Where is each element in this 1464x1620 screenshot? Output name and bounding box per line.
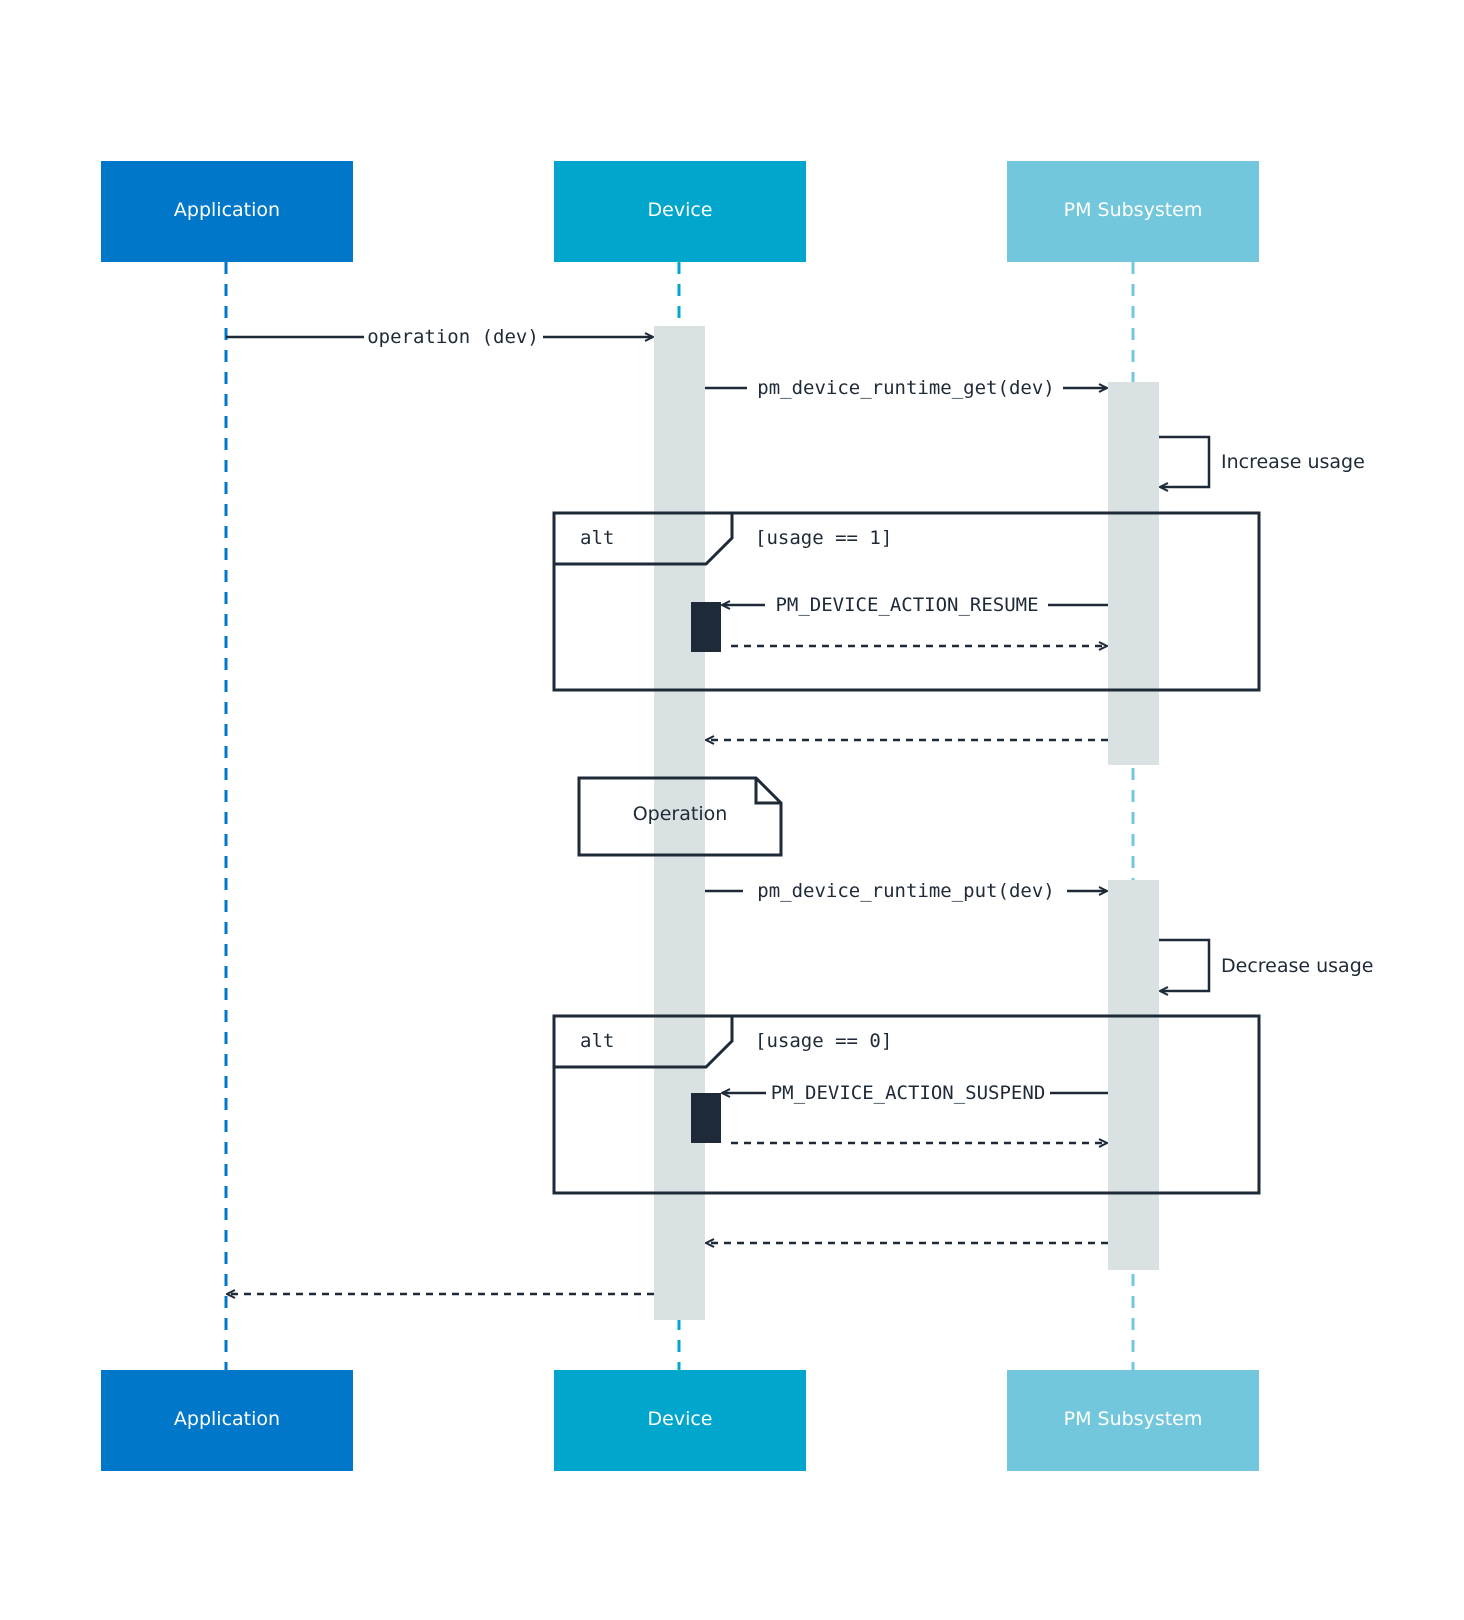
actor-pm-subsystem-bottom: PM Subsystem — [1007, 1370, 1259, 1471]
self-call-decrease-usage: Decrease usage — [1159, 938, 1373, 991]
message-label: pm_device_runtime_put(dev) — [757, 880, 1054, 902]
fragment-keyword: alt — [580, 527, 614, 549]
execution-suspend — [691, 1093, 721, 1143]
message-action-suspend: PM_DEVICE_ACTION_SUSPEND — [722, 1082, 1108, 1104]
actor-label: Device — [648, 199, 713, 221]
fragment-keyword: alt — [580, 1030, 614, 1052]
alt-fragment-1: alt [usage == 1] — [552, 511, 1261, 692]
self-call-label: Increase usage — [1221, 451, 1365, 473]
activation-pm-2 — [1108, 880, 1159, 1270]
message-label: PM_DEVICE_ACTION_RESUME — [775, 594, 1038, 616]
execution-resume — [691, 602, 721, 652]
activation-pm-1 — [1108, 382, 1159, 765]
message-operation: operation (dev) — [226, 326, 653, 348]
actor-label: Application — [174, 199, 280, 221]
actor-label: Application — [174, 1408, 280, 1430]
note-label: Operation — [633, 803, 728, 825]
actor-label: PM Subsystem — [1064, 199, 1203, 221]
actor-pm-subsystem-top: PM Subsystem — [1007, 161, 1259, 262]
actor-device-bottom: Device — [554, 1370, 806, 1471]
actor-label: PM Subsystem — [1064, 1408, 1203, 1430]
self-call-label: Decrease usage — [1221, 955, 1373, 977]
actor-application-top: Application — [101, 161, 353, 262]
fragment-guard: [usage == 1] — [755, 527, 892, 549]
alt-fragment-2: alt [usage == 0] — [552, 1014, 1261, 1195]
fragment-guard: [usage == 0] — [755, 1030, 892, 1052]
self-call-increase-usage: Increase usage — [1159, 435, 1365, 487]
actor-application-bottom: Application — [101, 1370, 353, 1471]
activation-device — [654, 326, 705, 1320]
note-operation: Operation — [577, 776, 783, 857]
actor-device-top: Device — [554, 161, 806, 262]
message-runtime-get: pm_device_runtime_get(dev) — [705, 377, 1107, 399]
message-action-resume: PM_DEVICE_ACTION_RESUME — [722, 594, 1108, 616]
message-label: operation (dev) — [367, 326, 539, 348]
message-label: PM_DEVICE_ACTION_SUSPEND — [771, 1082, 1046, 1104]
message-runtime-put: pm_device_runtime_put(dev) — [705, 880, 1107, 902]
actor-label: Device — [648, 1408, 713, 1430]
message-label: pm_device_runtime_get(dev) — [757, 377, 1054, 399]
